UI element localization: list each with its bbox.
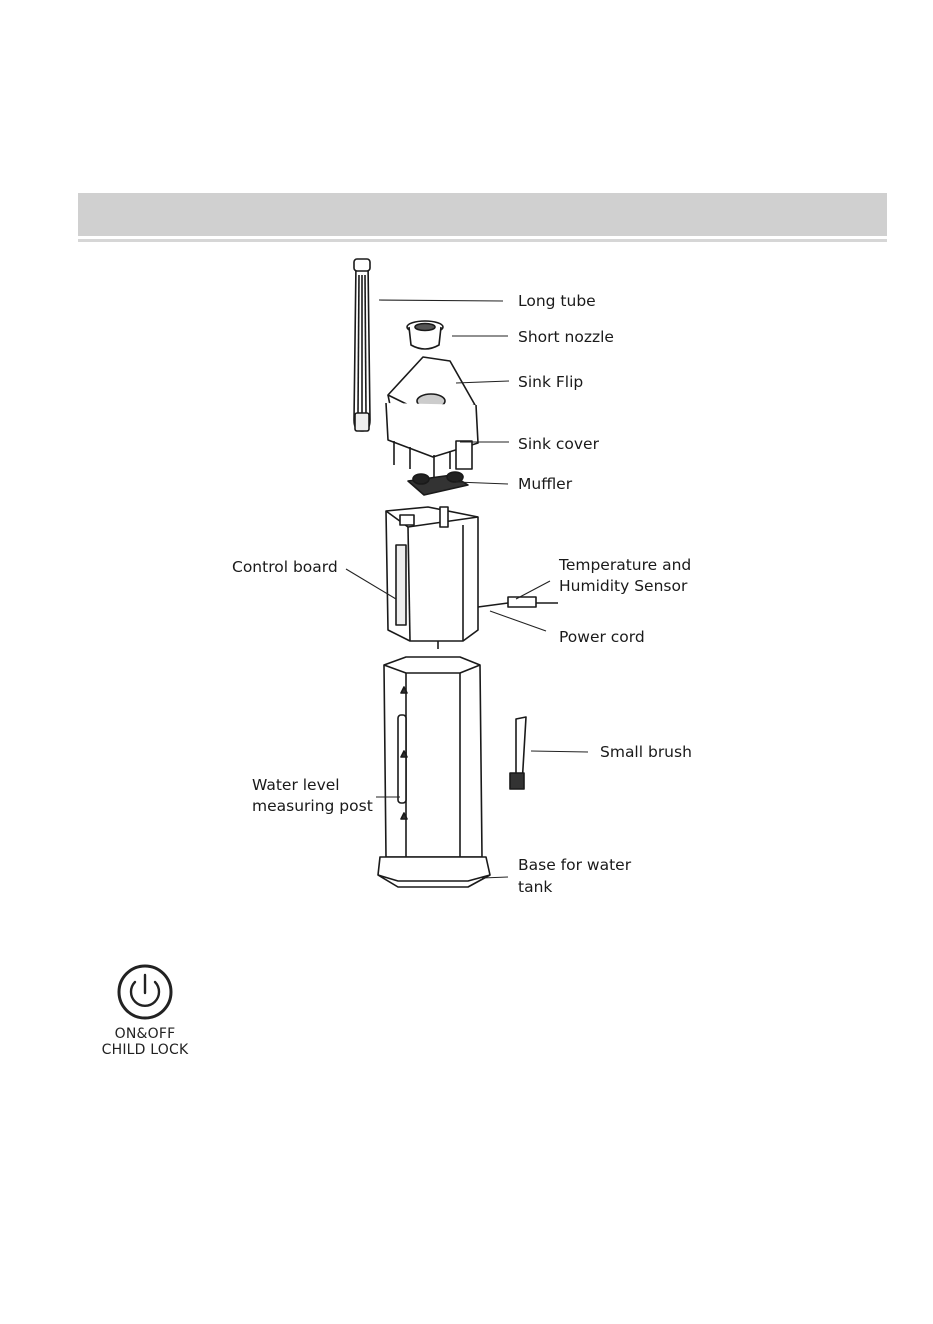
muffler-part xyxy=(408,472,468,495)
section-divider xyxy=(78,239,887,242)
label-control-board: Control board xyxy=(232,558,338,576)
label-small-brush: Small brush xyxy=(600,743,692,761)
label-base-line2: tank xyxy=(518,878,552,896)
label-muffler: Muffler xyxy=(518,475,573,493)
label-temp-sensor-line2: Humidity Sensor xyxy=(559,577,688,595)
label-sink-cover: Sink cover xyxy=(518,435,600,453)
label-temp-sensor-line1: Temperature and xyxy=(558,556,691,574)
on-off-child-lock-control: ON&OFF CHILD LOCK xyxy=(92,962,198,1062)
label-base-line1: Base for water xyxy=(518,856,632,874)
water-tank-part xyxy=(384,657,482,857)
label-water-level-line2: measuring post xyxy=(252,797,373,815)
label-water-level-line1: Water level xyxy=(252,776,340,794)
label-short-nozzle: Short nozzle xyxy=(518,328,614,346)
label-sink-flip: Sink Flip xyxy=(518,373,583,391)
section-header-bar xyxy=(78,193,887,236)
main-body-part xyxy=(386,507,478,649)
power-caption-line1: ON&OFF xyxy=(92,1026,198,1042)
short-nozzle-part xyxy=(407,321,443,349)
label-power-cord: Power cord xyxy=(559,628,645,646)
power-caption-line2: CHILD LOCK xyxy=(92,1042,198,1058)
tank-base-part xyxy=(378,857,490,887)
small-brush-part xyxy=(510,717,526,789)
long-tube-part xyxy=(354,259,370,431)
sink-cover-part xyxy=(386,403,478,477)
exploded-parts-diagram: Long tube Short nozzle Sink Flip Sink co… xyxy=(228,245,712,903)
label-long-tube: Long tube xyxy=(518,292,596,310)
power-icon xyxy=(115,962,175,1022)
power-button-caption: ON&OFF CHILD LOCK xyxy=(92,1026,198,1058)
